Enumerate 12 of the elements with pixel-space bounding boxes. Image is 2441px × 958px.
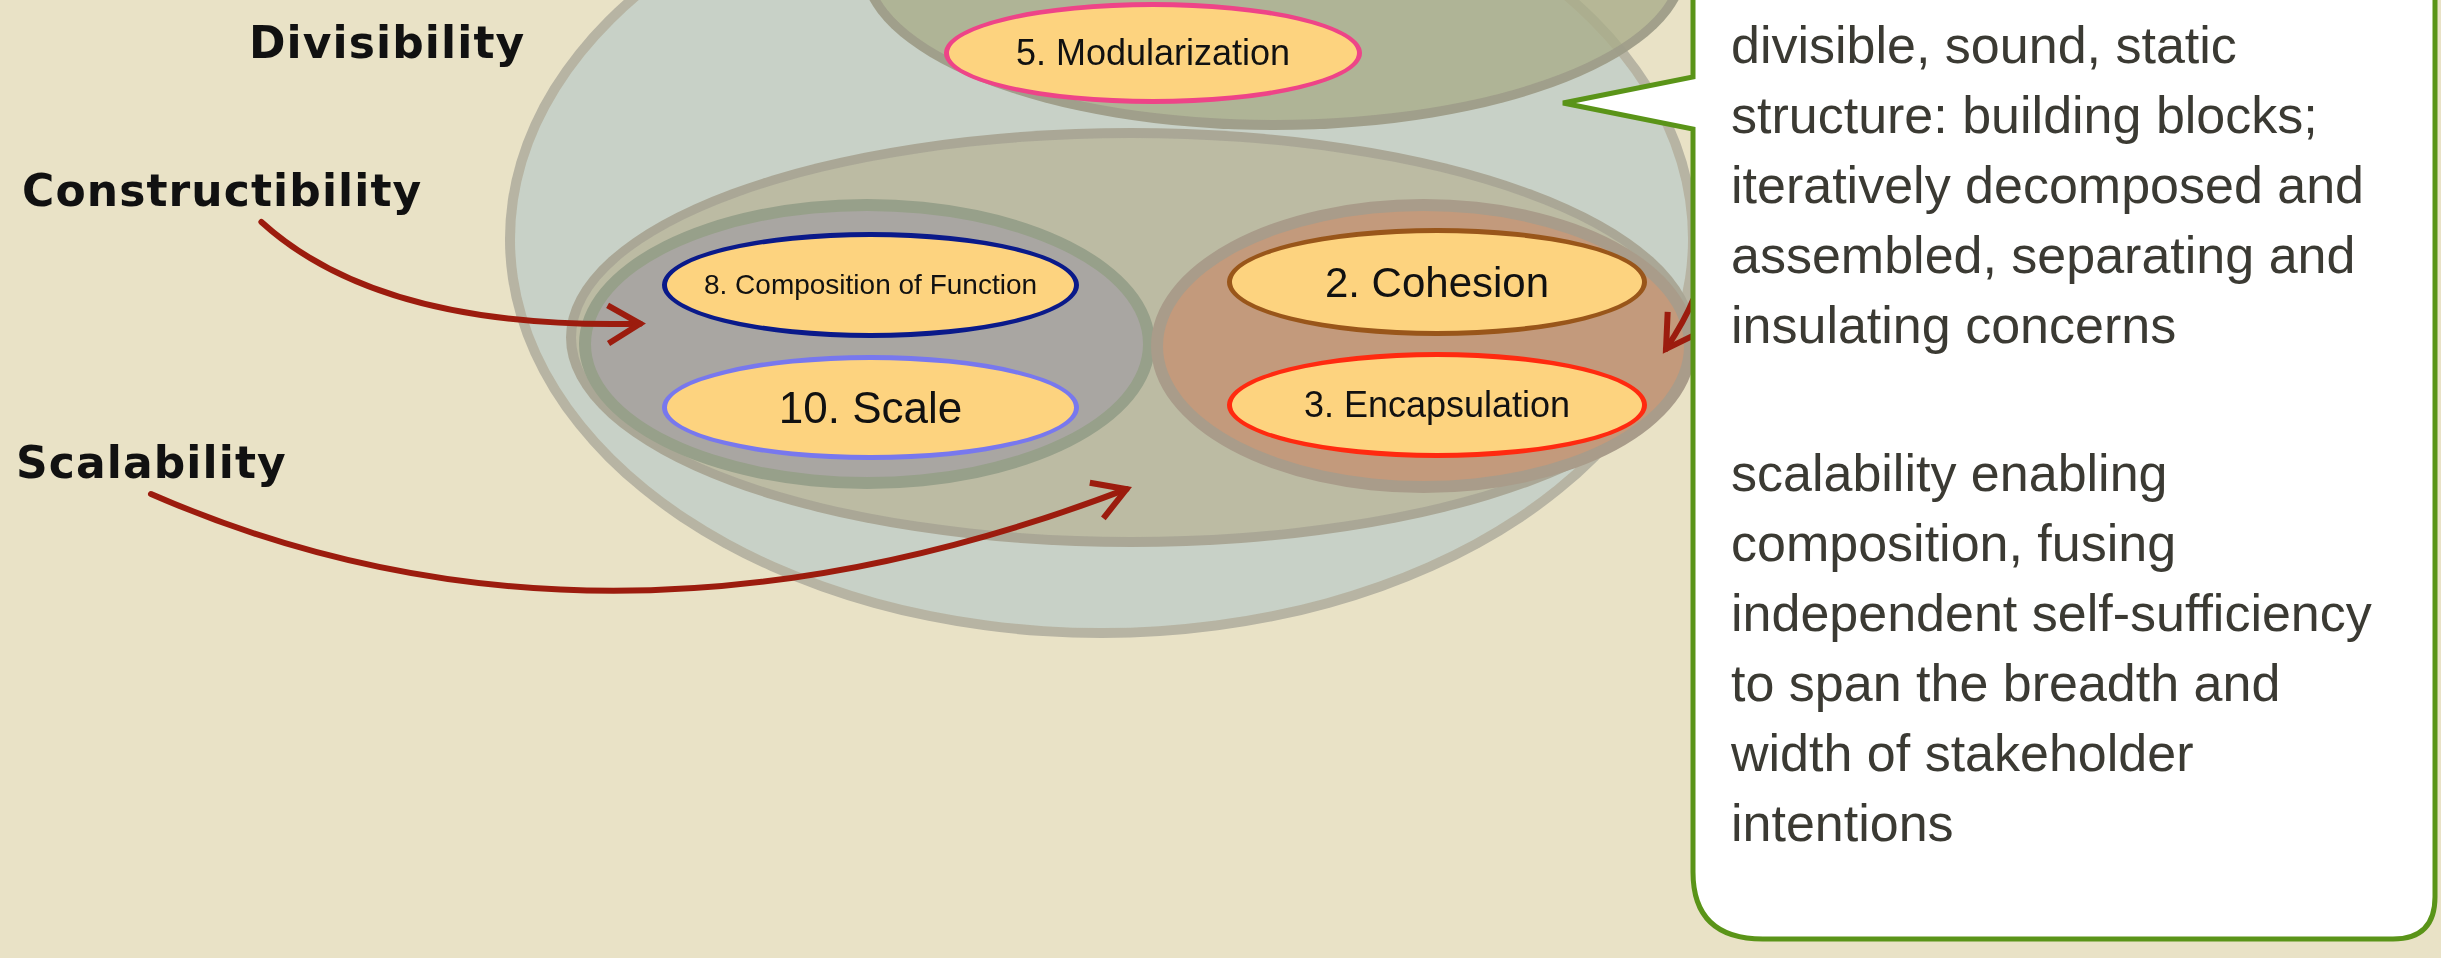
callout-text: divisible, sound, static structure: building blocks; iteratively decomposed and assembled, separating and insulating concerns [1731,15,2366,356]
principle-ellipse: 10. Scale [662,355,1079,460]
principle-ellipse: 5. Modularization [944,2,1362,104]
principle-ellipse: 3. Encapsulation [1227,352,1647,458]
concept-label: Divisibility [249,12,526,74]
principle-ellipse: 8. Composition of Function [662,232,1079,338]
callout-text: scalability enabling composition, fusing independent self-sufficiency to span the breadth and width of stakeholder intentions [1731,443,2373,854]
concept-label: Constructibility [22,160,423,222]
concept-label: Scalability [16,432,287,494]
curved-arrow [148,478,1130,594]
principle-ellipse: 2. Cohesion [1227,228,1647,336]
curved-arrow [258,219,644,346]
